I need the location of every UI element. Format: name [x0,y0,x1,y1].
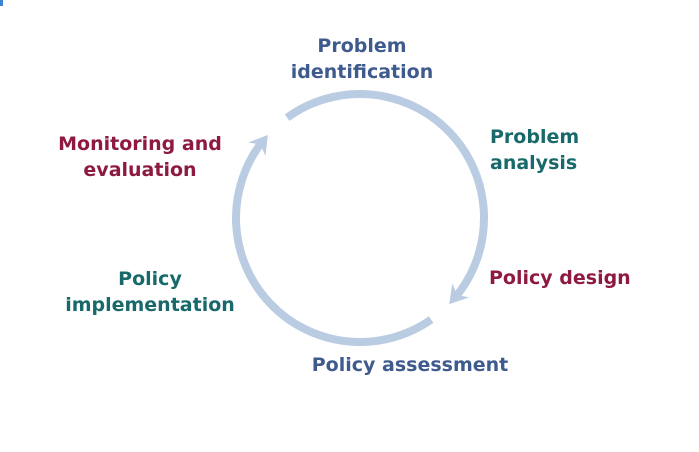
stage-line: analysis [490,152,578,174]
stage-problem-analysis: Problem analysis [490,124,579,176]
stage-problem-identification: Problem identification [262,33,462,85]
arrowhead-down-icon [449,283,470,305]
stage-policy-assessment: Policy assessment [280,352,540,378]
stage-line: Policy assessment [311,354,509,376]
stage-line: identification [290,61,434,83]
stage-monitoring-evaluation: Monitoring and evaluation [30,131,250,183]
cycle-arc-left [232,139,434,346]
stage-policy-design: Policy design [489,265,631,291]
stage-line: Problem [490,126,580,148]
corner-mark [0,0,3,6]
stage-policy-implementation: Policy implementation [40,266,260,318]
cycle-arc-right [284,90,488,301]
stage-line: Policy design [489,267,631,289]
stage-line: Problem [317,35,407,57]
arrowhead-up-icon [248,135,268,156]
stage-line: evaluation [83,159,197,181]
stage-line: implementation [65,294,235,316]
stage-line: Monitoring and [58,133,222,155]
stage-line: Policy [118,268,182,290]
